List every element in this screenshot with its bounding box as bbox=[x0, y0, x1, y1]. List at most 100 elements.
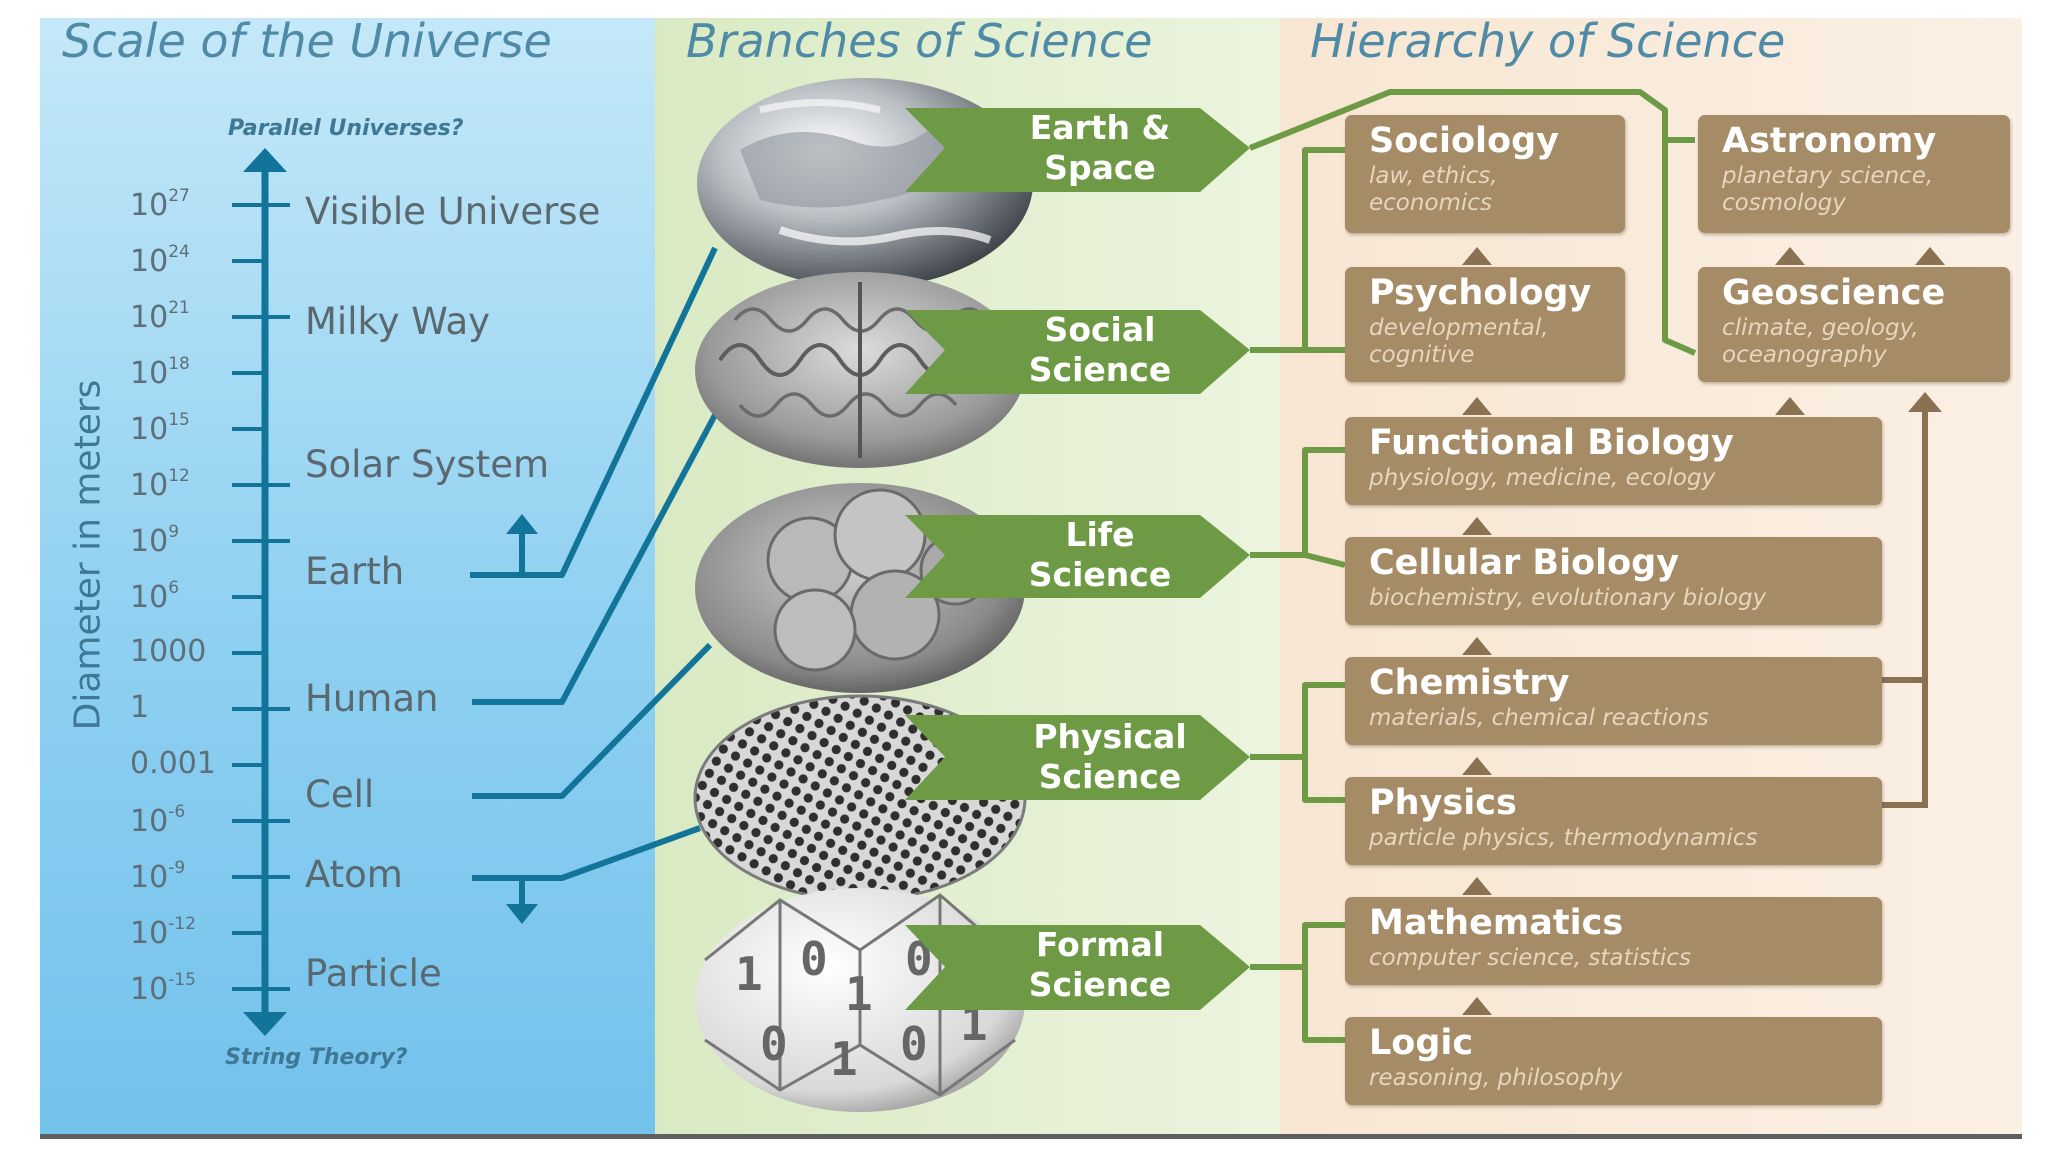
tick-base: 10 bbox=[130, 188, 169, 223]
box-mathematics: Mathematics computer science, statistics bbox=[1345, 897, 1882, 985]
label-solar-system: Solar System bbox=[305, 443, 550, 486]
tick-base: 10 bbox=[130, 524, 169, 559]
box-geoscience-name: Geoscience bbox=[1722, 273, 1946, 313]
box-chemistry: Chemistry materials, chemical reactions bbox=[1345, 657, 1882, 745]
label-atom: Atom bbox=[305, 853, 403, 896]
geoscience-up-arrow bbox=[1908, 392, 1942, 412]
human-connector bbox=[472, 413, 718, 705]
tick-exponent: 24 bbox=[168, 242, 190, 262]
tick-base: 10 bbox=[130, 860, 169, 895]
scale-title: Scale of the Universe bbox=[62, 14, 552, 68]
box-functional-biology: Functional Biology physiology, medicine,… bbox=[1345, 417, 1882, 505]
box-cellular-biology: Cellular Biology biochemistry, evolution… bbox=[1345, 537, 1882, 625]
tick-base: 1 bbox=[130, 690, 150, 725]
branches-title: Branches of Science bbox=[686, 14, 1153, 68]
svg-text:0: 0 bbox=[900, 1017, 928, 1071]
label-cell: Cell bbox=[305, 773, 375, 816]
earth-connector bbox=[470, 246, 718, 578]
bottom-rule bbox=[40, 1134, 2022, 1139]
atom-down-arrow-head bbox=[506, 904, 538, 924]
box-astronomy-sub: planetary science, cosmology bbox=[1722, 163, 1934, 216]
atom-connector bbox=[472, 825, 702, 881]
string-theory-note: String Theory? bbox=[225, 1045, 408, 1070]
tick-exponent: -12 bbox=[168, 914, 196, 934]
svg-text:1: 1 bbox=[845, 967, 873, 1021]
box-psychology-sub: developmental, cognitive bbox=[1369, 315, 1549, 368]
tick-base: 0.001 bbox=[130, 746, 216, 781]
box-astronomy: Astronomy planetary science, cosmology bbox=[1698, 115, 2010, 233]
life-to-bio bbox=[1250, 447, 1346, 568]
banner-earth-space bbox=[905, 108, 1250, 192]
tick-label: 109 bbox=[130, 522, 240, 559]
branch-label-life-science: Life Science bbox=[1028, 515, 1172, 594]
box-physics-sub: particle physics, thermodynamics bbox=[1369, 825, 1758, 851]
earth-space-to-astro-geo bbox=[1248, 89, 1697, 356]
box-sociology-sub: law, ethics, economics bbox=[1369, 163, 1498, 216]
tick-label: 10-12 bbox=[130, 914, 240, 951]
tick-exponent: 15 bbox=[168, 410, 190, 430]
label-earth: Earth bbox=[305, 550, 405, 593]
scale-axis-up-arrow bbox=[243, 148, 287, 172]
box-functional-biology-name: Functional Biology bbox=[1369, 423, 1734, 463]
branch-banners bbox=[905, 108, 1250, 1010]
label-milky-way: Milky Way bbox=[305, 300, 491, 343]
branch-label-physical-science: Physical Science bbox=[1033, 717, 1187, 796]
box-psychology-name: Psychology bbox=[1369, 273, 1592, 313]
earth-up-arrow-head bbox=[506, 514, 538, 534]
tick-exponent: 12 bbox=[168, 466, 190, 486]
tick-label: 10-6 bbox=[130, 802, 240, 839]
tick-label: 1 bbox=[130, 690, 240, 725]
tick-label: 10-15 bbox=[130, 970, 240, 1007]
box-sociology-name: Sociology bbox=[1369, 121, 1559, 161]
tick-label: 106 bbox=[130, 578, 240, 615]
scale-branch-connectors bbox=[470, 246, 718, 910]
label-visible-universe: Visible Universe bbox=[305, 190, 601, 233]
banner-physical-science bbox=[905, 715, 1250, 800]
tick-exponent: -15 bbox=[168, 970, 196, 990]
tick-label: 1027 bbox=[130, 186, 240, 223]
branch-label-earth-space: Earth & Space bbox=[1029, 108, 1171, 187]
tick-base: 10 bbox=[130, 580, 169, 615]
tick-label: 1012 bbox=[130, 466, 240, 503]
hierarchy-title: Hierarchy of Science bbox=[1310, 14, 1786, 68]
tick-label: 1018 bbox=[130, 354, 240, 391]
box-logic: Logic reasoning, philosophy bbox=[1345, 1017, 1882, 1105]
tick-label: 1000 bbox=[130, 634, 240, 669]
box-cellular-biology-sub: biochemistry, evolutionary biology bbox=[1369, 585, 1767, 611]
svg-text:0: 0 bbox=[800, 932, 828, 986]
svg-text:1: 1 bbox=[735, 947, 763, 1001]
box-cellular-biology-name: Cellular Biology bbox=[1369, 543, 1680, 583]
tick-exponent: 18 bbox=[168, 354, 190, 374]
tick-label: 1015 bbox=[130, 410, 240, 447]
banner-life-science bbox=[905, 515, 1250, 598]
cell-connector bbox=[472, 642, 713, 799]
box-logic-name: Logic bbox=[1369, 1023, 1474, 1063]
box-mathematics-name: Mathematics bbox=[1369, 903, 1624, 943]
tick-base: 10 bbox=[130, 356, 169, 391]
box-functional-biology-sub: physiology, medicine, ecology bbox=[1369, 465, 1716, 491]
scale-tick-marks bbox=[232, 203, 290, 991]
formal-to-math-logic bbox=[1250, 922, 1345, 1043]
box-logic-sub: reasoning, philosophy bbox=[1369, 1065, 1623, 1091]
tick-label: 10-9 bbox=[130, 858, 240, 895]
tick-label: 1021 bbox=[130, 298, 240, 335]
box-physics: Physics particle physics, thermodynamics bbox=[1345, 777, 1882, 865]
parallel-universes-note: Parallel Universes? bbox=[228, 116, 464, 141]
svg-text:1: 1 bbox=[830, 1032, 858, 1086]
box-mathematics-sub: computer science, statistics bbox=[1369, 945, 1691, 971]
branch-label-formal-science: Formal Science bbox=[1028, 925, 1172, 1004]
tick-label: 1024 bbox=[130, 242, 240, 279]
social-to-soc-psy bbox=[1250, 147, 1345, 353]
scale-axis-down-arrow bbox=[243, 1012, 287, 1036]
branch-hierarchy-connectors bbox=[1248, 89, 1697, 1043]
tick-base: 1000 bbox=[130, 634, 207, 669]
tick-base: 10 bbox=[130, 300, 169, 335]
tick-exponent: -6 bbox=[168, 802, 186, 822]
hierarchy-up-arrows bbox=[1462, 247, 1945, 1015]
tick-base: 10 bbox=[130, 244, 169, 279]
box-psychology: Psychology developmental, cognitive bbox=[1345, 267, 1625, 382]
tick-exponent: 27 bbox=[168, 186, 190, 206]
branch-label-social-science: Social Science bbox=[1028, 310, 1172, 389]
